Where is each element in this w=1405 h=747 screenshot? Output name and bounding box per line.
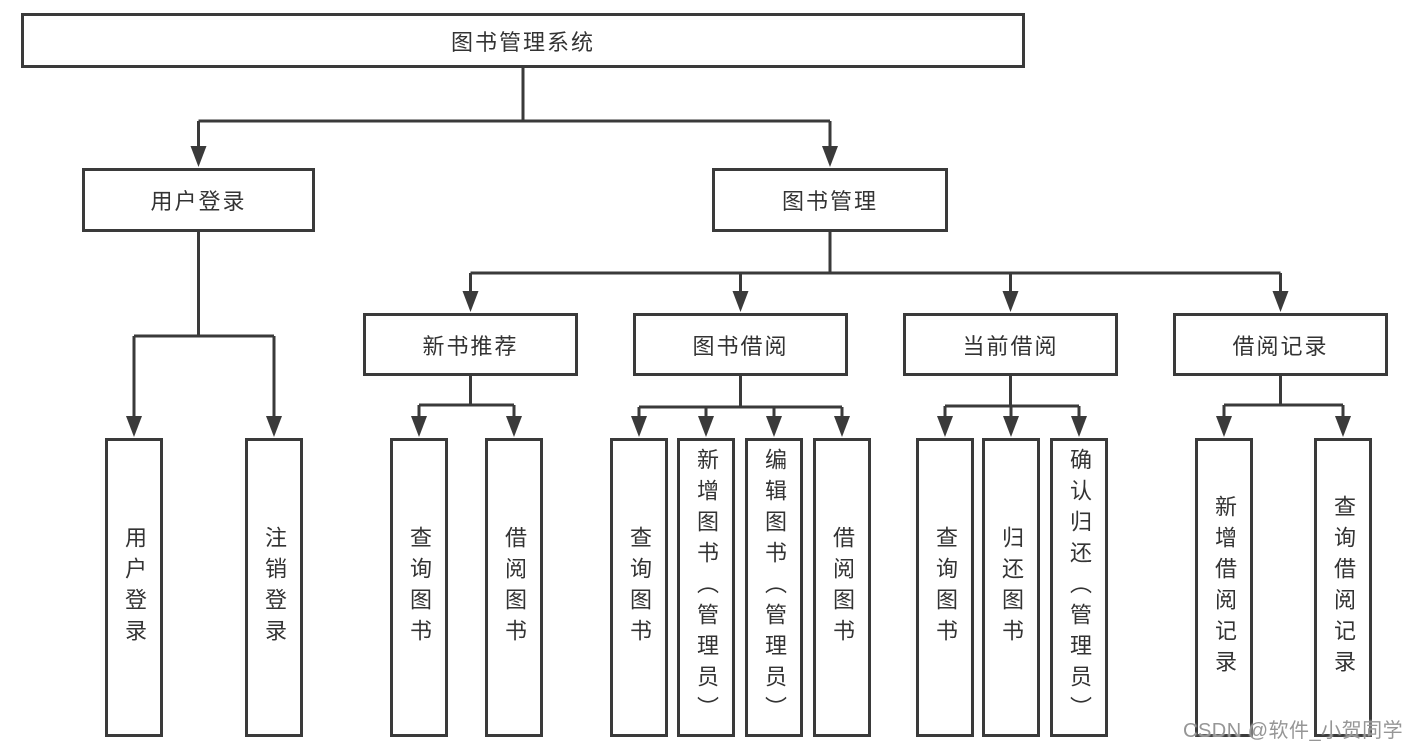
arrowhead [190,146,207,167]
leaf-logout: 注销登录 [245,438,303,737]
arrowhead [732,291,749,312]
node-label: 查询图书 [407,525,432,650]
node-label: 当前借阅 [962,333,1059,359]
node-library-management-system: 图书管理系统 [21,13,1025,68]
node-current-borrow: 当前借阅 [903,313,1118,376]
node-user-login: 用户登录 [82,168,315,232]
node-label: 借阅记录 [1232,333,1329,359]
arrowhead [937,416,953,437]
node-label: 图书管理系统 [450,29,595,55]
connector-borrow-records-children [1222,376,1345,418]
arrowhead [1071,416,1087,437]
arrowhead [1335,416,1351,437]
node-borrow-records: 借阅记录 [1173,313,1388,376]
node-label: 注销登录 [262,525,287,650]
node-label: 用户登录 [150,189,247,214]
node-label: 图书借阅 [692,333,789,359]
leaf-confirm-return-admin: 确认归还（管理员） [1050,438,1108,737]
arrowhead [631,416,647,437]
arrowhead [506,416,522,437]
node-label: 查询借阅记录 [1331,494,1356,681]
leaf-borrow-book: 借阅图书 [813,438,871,737]
node-label: 新增图书（管理员） [694,448,719,727]
arrowhead [411,416,427,437]
node-label: 借阅图书 [830,525,855,650]
leaf-user-login: 用户登录 [105,438,163,737]
connector-current-borrow-children [943,376,1081,418]
csdn-watermark: CSDN @软件_小贺同学 [1183,720,1404,742]
arrowhead [1003,416,1019,437]
arrowhead [698,416,714,437]
node-label: 编辑图书（管理员） [762,448,787,727]
leaf-edit-book-admin: 编辑图书（管理员） [745,438,803,737]
arrowhead [1002,291,1019,312]
leaf-add-book-admin: 新增图书（管理员） [677,438,735,737]
node-label: 查询图书 [933,525,958,650]
leaf-query-book-borrow: 查询图书 [610,438,668,737]
node-label: 确认归还（管理员） [1067,448,1092,727]
arrowhead [462,291,479,312]
leaf-add-borrow-record: 新增借阅记录 [1195,438,1253,737]
connector-new-book-recommend-children [417,376,516,418]
leaf-query-book-recommend: 查询图书 [390,438,448,737]
node-new-book-recommend: 新书推荐 [363,313,578,376]
node-label: 查询图书 [627,525,652,650]
leaf-borrow-book-recommend: 借阅图书 [485,438,543,737]
node-book-borrow: 图书借阅 [633,313,848,376]
connector-book-management-children [469,232,1282,293]
node-label: 新书推荐 [422,333,519,359]
leaf-return-book: 归还图书 [982,438,1040,737]
node-label: 图书管理 [781,189,878,214]
node-label: 用户登录 [122,525,147,650]
connector-book-borrow-children [637,376,844,418]
arrowhead [266,416,282,437]
node-label: 借阅图书 [502,525,527,650]
arrowhead [766,416,782,437]
node-book-management: 图书管理 [712,168,948,232]
arrowhead [822,146,838,167]
connector-root-to-level2 [197,68,832,150]
arrowhead [834,416,850,437]
node-label: 归还图书 [999,525,1024,650]
leaf-query-borrow-record: 查询借阅记录 [1314,438,1372,737]
arrowhead [1216,416,1232,437]
arrowhead [1272,291,1289,312]
arrowhead [126,416,142,437]
leaf-query-book-current: 查询图书 [916,438,974,737]
node-label: 新增借阅记录 [1212,494,1237,681]
connector-user-login-children [132,232,276,418]
